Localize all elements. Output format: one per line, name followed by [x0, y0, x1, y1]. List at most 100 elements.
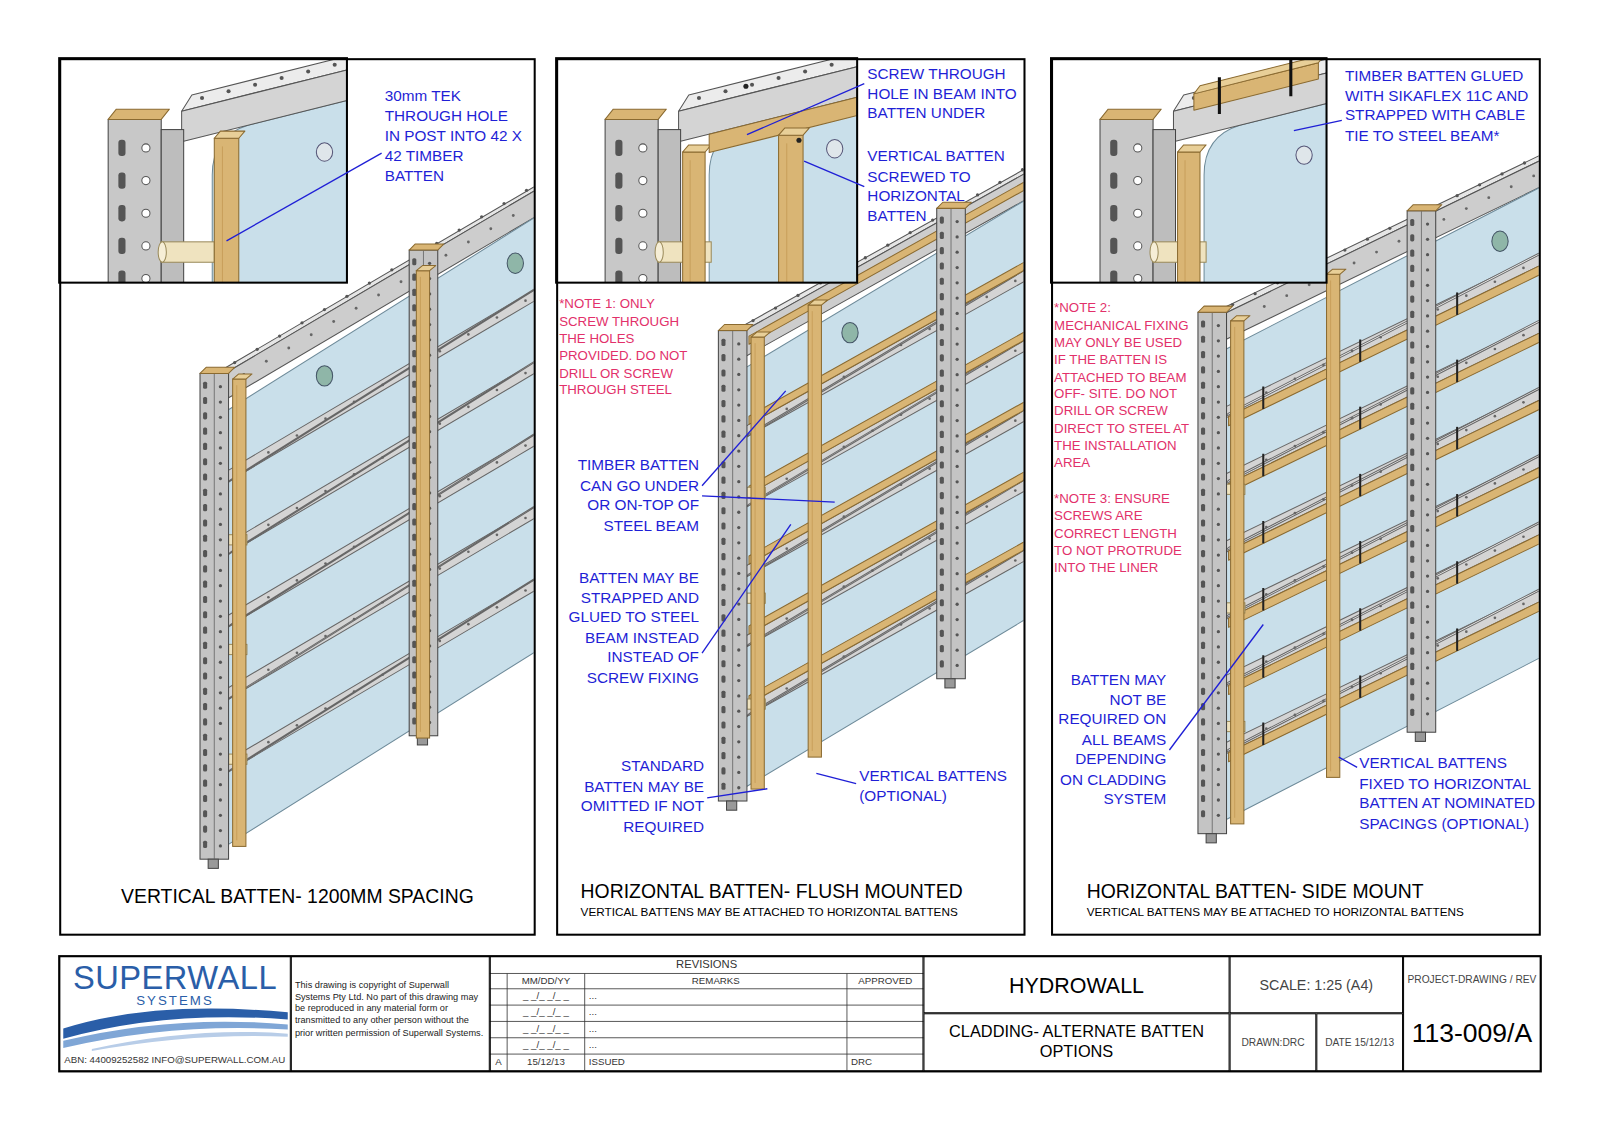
post-hole	[956, 664, 959, 667]
post-slot	[412, 274, 416, 281]
callout: 30mm TEK THROUGH HOLE IN POST INTO 42 X …	[385, 86, 523, 185]
title-block-cell: SCALE: 1:25 (A4)	[1230, 956, 1403, 1013]
post-slot	[1410, 663, 1414, 670]
rivet	[843, 376, 846, 379]
post-hole	[1217, 324, 1220, 327]
liner	[1204, 104, 1326, 283]
title-block-cell: DATE 15/12/13	[1316, 1013, 1403, 1071]
post-foot	[945, 679, 955, 688]
post-hole	[1217, 431, 1220, 434]
post-slot	[1201, 428, 1205, 435]
post-slot	[940, 354, 944, 361]
post-slot	[412, 671, 416, 678]
rivet	[524, 299, 527, 302]
post-hole	[1426, 636, 1429, 639]
post-hole	[956, 480, 959, 483]
post-slot	[1201, 489, 1205, 496]
table-rule	[490, 973, 924, 974]
table-cell: ...	[589, 1022, 847, 1035]
bolt-hole	[368, 281, 371, 284]
post-hole	[1217, 446, 1220, 449]
post-hole	[219, 431, 222, 434]
rivet	[1265, 391, 1268, 394]
post-hole	[1426, 666, 1429, 669]
post-slot	[412, 595, 416, 602]
batten-end	[233, 374, 252, 379]
post-slot	[412, 289, 416, 296]
cable-tie	[1456, 360, 1458, 382]
post-slot	[721, 538, 725, 545]
post-hole	[1426, 222, 1429, 225]
post-slot	[940, 553, 944, 560]
post-slot	[721, 477, 725, 484]
post-hole	[956, 572, 959, 575]
rivet	[1322, 700, 1325, 703]
post-hole	[1426, 268, 1429, 271]
rivet	[1494, 616, 1497, 619]
liner-port	[507, 253, 523, 273]
vertical-timber-batten	[233, 379, 246, 846]
post-slot	[940, 400, 944, 407]
table-rule	[584, 973, 585, 1071]
bolt-hole	[502, 202, 505, 205]
rivet	[1351, 484, 1354, 487]
post-hole	[1217, 584, 1220, 587]
post-slot	[1110, 172, 1117, 188]
post-hole	[956, 495, 959, 498]
drawing-date: DATE 15/12/13	[1317, 1036, 1402, 1049]
rivet	[871, 429, 874, 432]
post-slot	[203, 382, 207, 389]
rivet	[1379, 605, 1382, 608]
post-slot	[940, 599, 944, 606]
post-slot	[721, 752, 725, 759]
post-hole	[1217, 599, 1220, 602]
bolt-hole	[278, 334, 281, 337]
liner	[743, 197, 1024, 789]
post-hole	[219, 661, 222, 664]
post-slot	[940, 262, 944, 269]
leader-line	[702, 496, 835, 502]
post-slot	[1201, 749, 1205, 756]
rivet	[928, 397, 931, 400]
post-slot	[412, 488, 416, 495]
rivet	[900, 623, 903, 626]
post-slot	[940, 324, 944, 331]
post-slot	[203, 412, 207, 419]
beam-hole	[200, 96, 204, 100]
rivet	[1265, 526, 1268, 529]
rivet	[1436, 644, 1439, 647]
post-hole	[737, 679, 740, 682]
bolt-hole	[480, 215, 483, 218]
drawing-title: CLADDING- ALTERNATE BATTEN OPTIONS	[935, 1021, 1219, 1062]
tie-rod-end	[655, 242, 663, 262]
tie-rod	[161, 242, 214, 262]
rivet	[1294, 646, 1297, 649]
rivet	[1522, 535, 1525, 538]
rivet	[296, 434, 299, 437]
post-slot	[1201, 458, 1205, 465]
post-hole	[1217, 630, 1220, 633]
post-hole	[956, 220, 959, 223]
post-slot	[412, 518, 416, 525]
post-hole	[219, 538, 222, 541]
post-slot	[940, 415, 944, 422]
post-slot	[1410, 464, 1414, 471]
post-slot	[203, 764, 207, 771]
cable-tie	[1456, 561, 1458, 583]
post-hole	[219, 722, 222, 725]
vertical-timber-batten	[1178, 152, 1200, 283]
bolt-hole	[1021, 168, 1024, 171]
post-flange	[1212, 312, 1213, 833]
bolt-hole	[1478, 183, 1481, 186]
post-hole	[219, 416, 222, 419]
post-slot	[721, 354, 725, 361]
post-slot	[203, 581, 207, 588]
inset-frame	[1051, 58, 1327, 282]
post-hole	[1217, 462, 1220, 465]
post-slot	[721, 783, 725, 790]
post-hole	[1134, 177, 1142, 185]
post-hole	[1217, 691, 1220, 694]
post-slot	[1410, 525, 1414, 532]
table-rule	[490, 1054, 924, 1055]
post-hole	[956, 603, 959, 606]
